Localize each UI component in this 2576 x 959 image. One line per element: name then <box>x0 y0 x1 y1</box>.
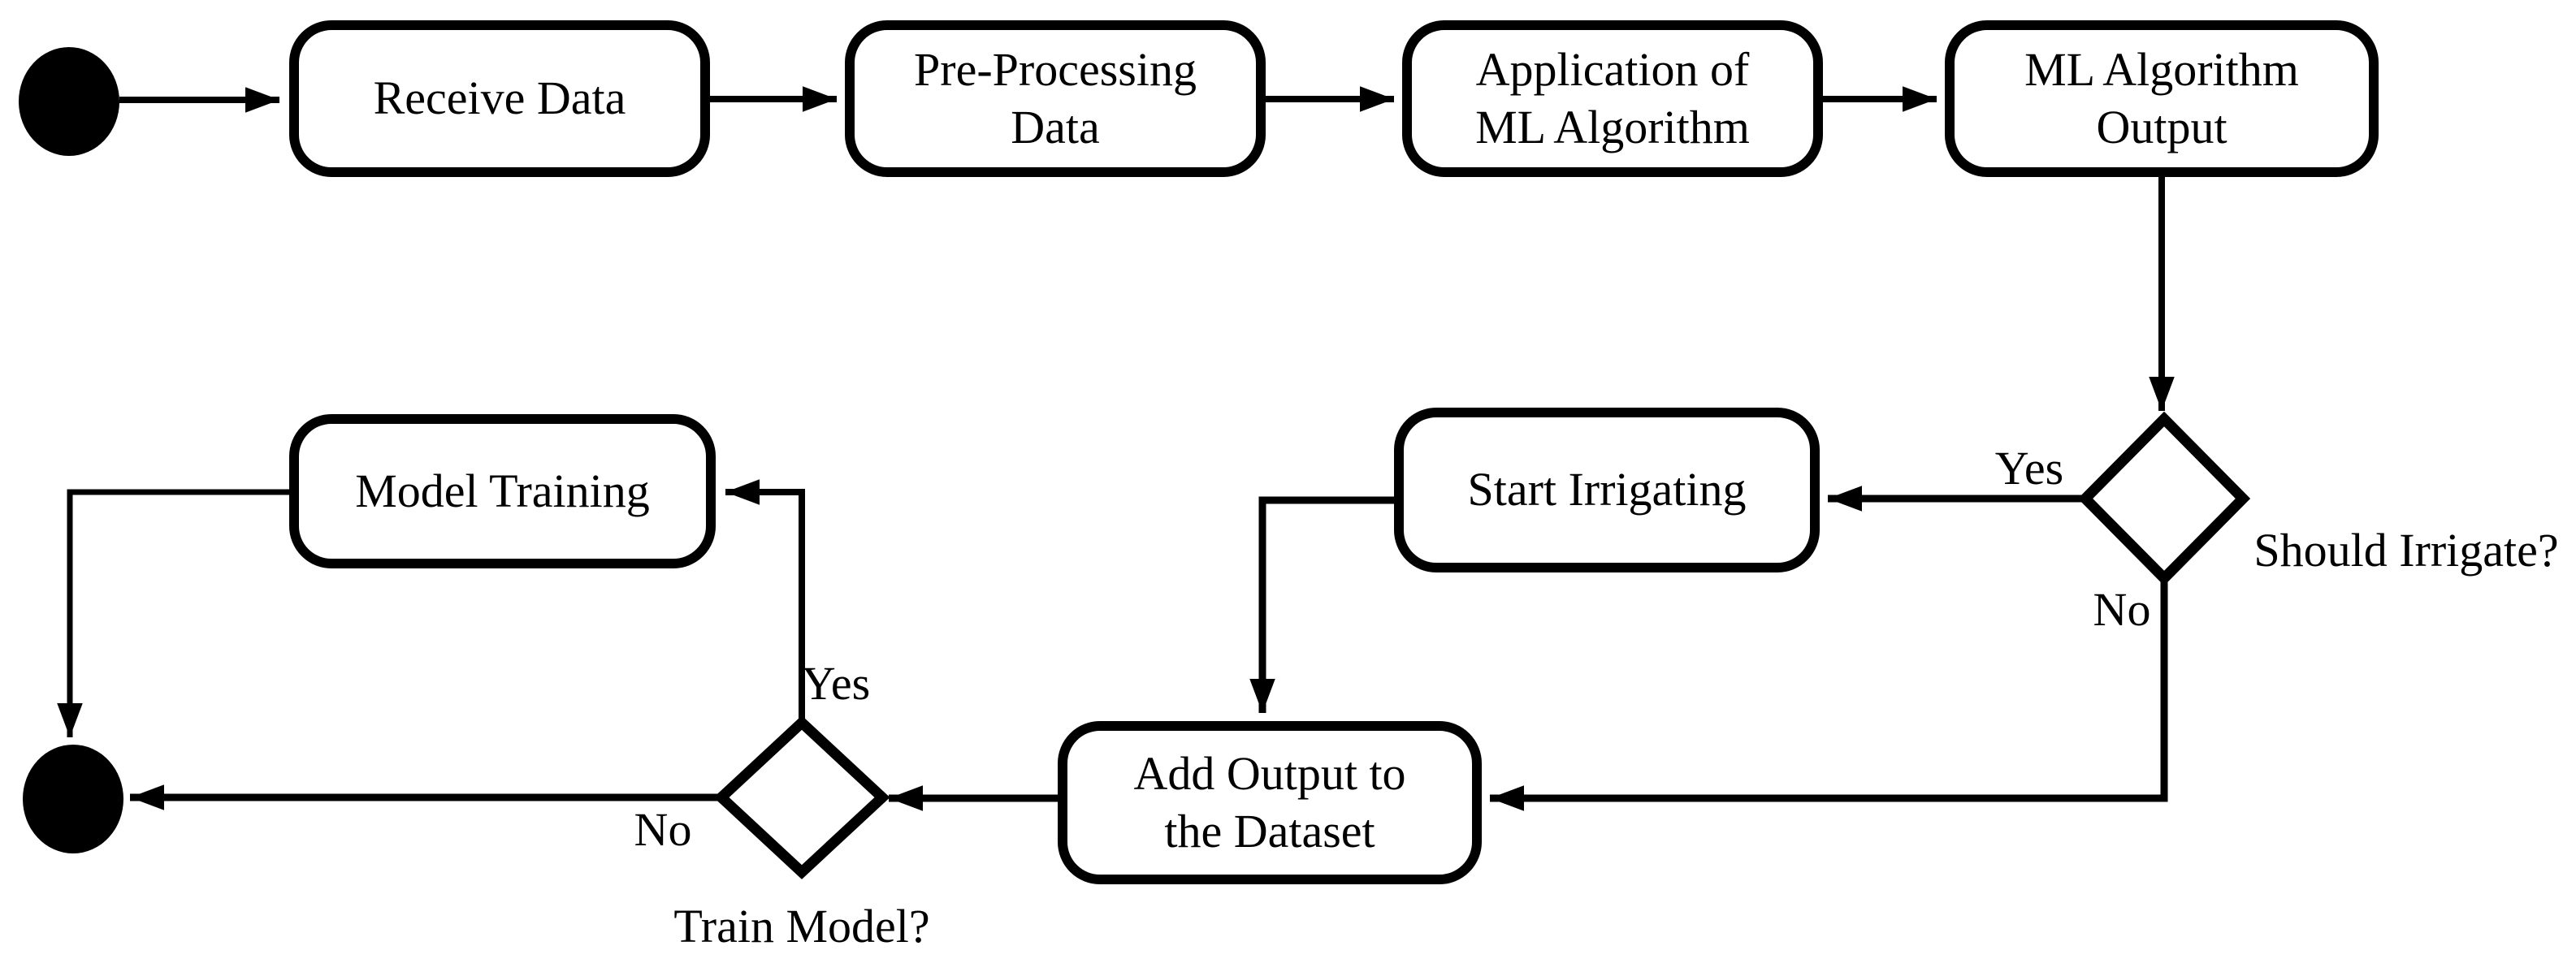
train-model-yes-label: Yes <box>801 657 871 710</box>
node-label: Start Irrigating <box>1467 463 1747 516</box>
node-label-line: Pre-Processing <box>914 42 1197 96</box>
train-model-decision-diamond <box>713 715 890 879</box>
edge-should-irrigate-no-to-add-output <box>1490 578 2168 811</box>
node-ml-algorithm-output: ML Algorithm Output <box>1945 20 2379 177</box>
should-irrigate-yes-label: Yes <box>1994 442 2064 495</box>
should-irrigate-question-label: Should Irrigate? <box>2253 524 2559 577</box>
start-node-circle <box>19 47 119 156</box>
train-model-question-label: Train Model? <box>673 900 930 953</box>
node-label: Model Training <box>355 464 650 517</box>
should-irrigate-decision-diamond <box>2077 411 2251 586</box>
node-label: Receive Data <box>373 71 626 125</box>
train-model-no-label: No <box>634 803 692 856</box>
edge-model-training-to-end <box>57 489 289 737</box>
node-receive-data: Receive Data <box>289 20 710 177</box>
node-application-of-ml-algorithm: Application of ML Algorithm <box>1402 20 1823 177</box>
node-label-line: ML Algorithm <box>2024 42 2299 96</box>
node-label-line: Add Output to <box>1133 746 1406 800</box>
node-label-line: the Dataset <box>1164 804 1375 857</box>
end-node-circle <box>23 745 123 853</box>
node-pre-processing-data: Pre-Processing Data <box>845 20 1266 177</box>
edge-train-model-yes-to-model-training <box>725 479 805 723</box>
node-label-line: Data <box>1011 100 1100 153</box>
node-label-line: Output <box>2096 100 2227 153</box>
should-irrigate-no-label: No <box>2093 583 2151 636</box>
node-label-line: ML Algorithm <box>1475 100 1750 153</box>
edge-start-irrigating-to-add-output <box>1249 496 1394 713</box>
node-start-irrigating: Start Irrigating <box>1394 408 1820 572</box>
node-model-training: Model Training <box>289 414 716 568</box>
node-label-line: Application of <box>1475 42 1750 96</box>
node-add-output-to-dataset: Add Output to the Dataset <box>1058 721 1482 884</box>
